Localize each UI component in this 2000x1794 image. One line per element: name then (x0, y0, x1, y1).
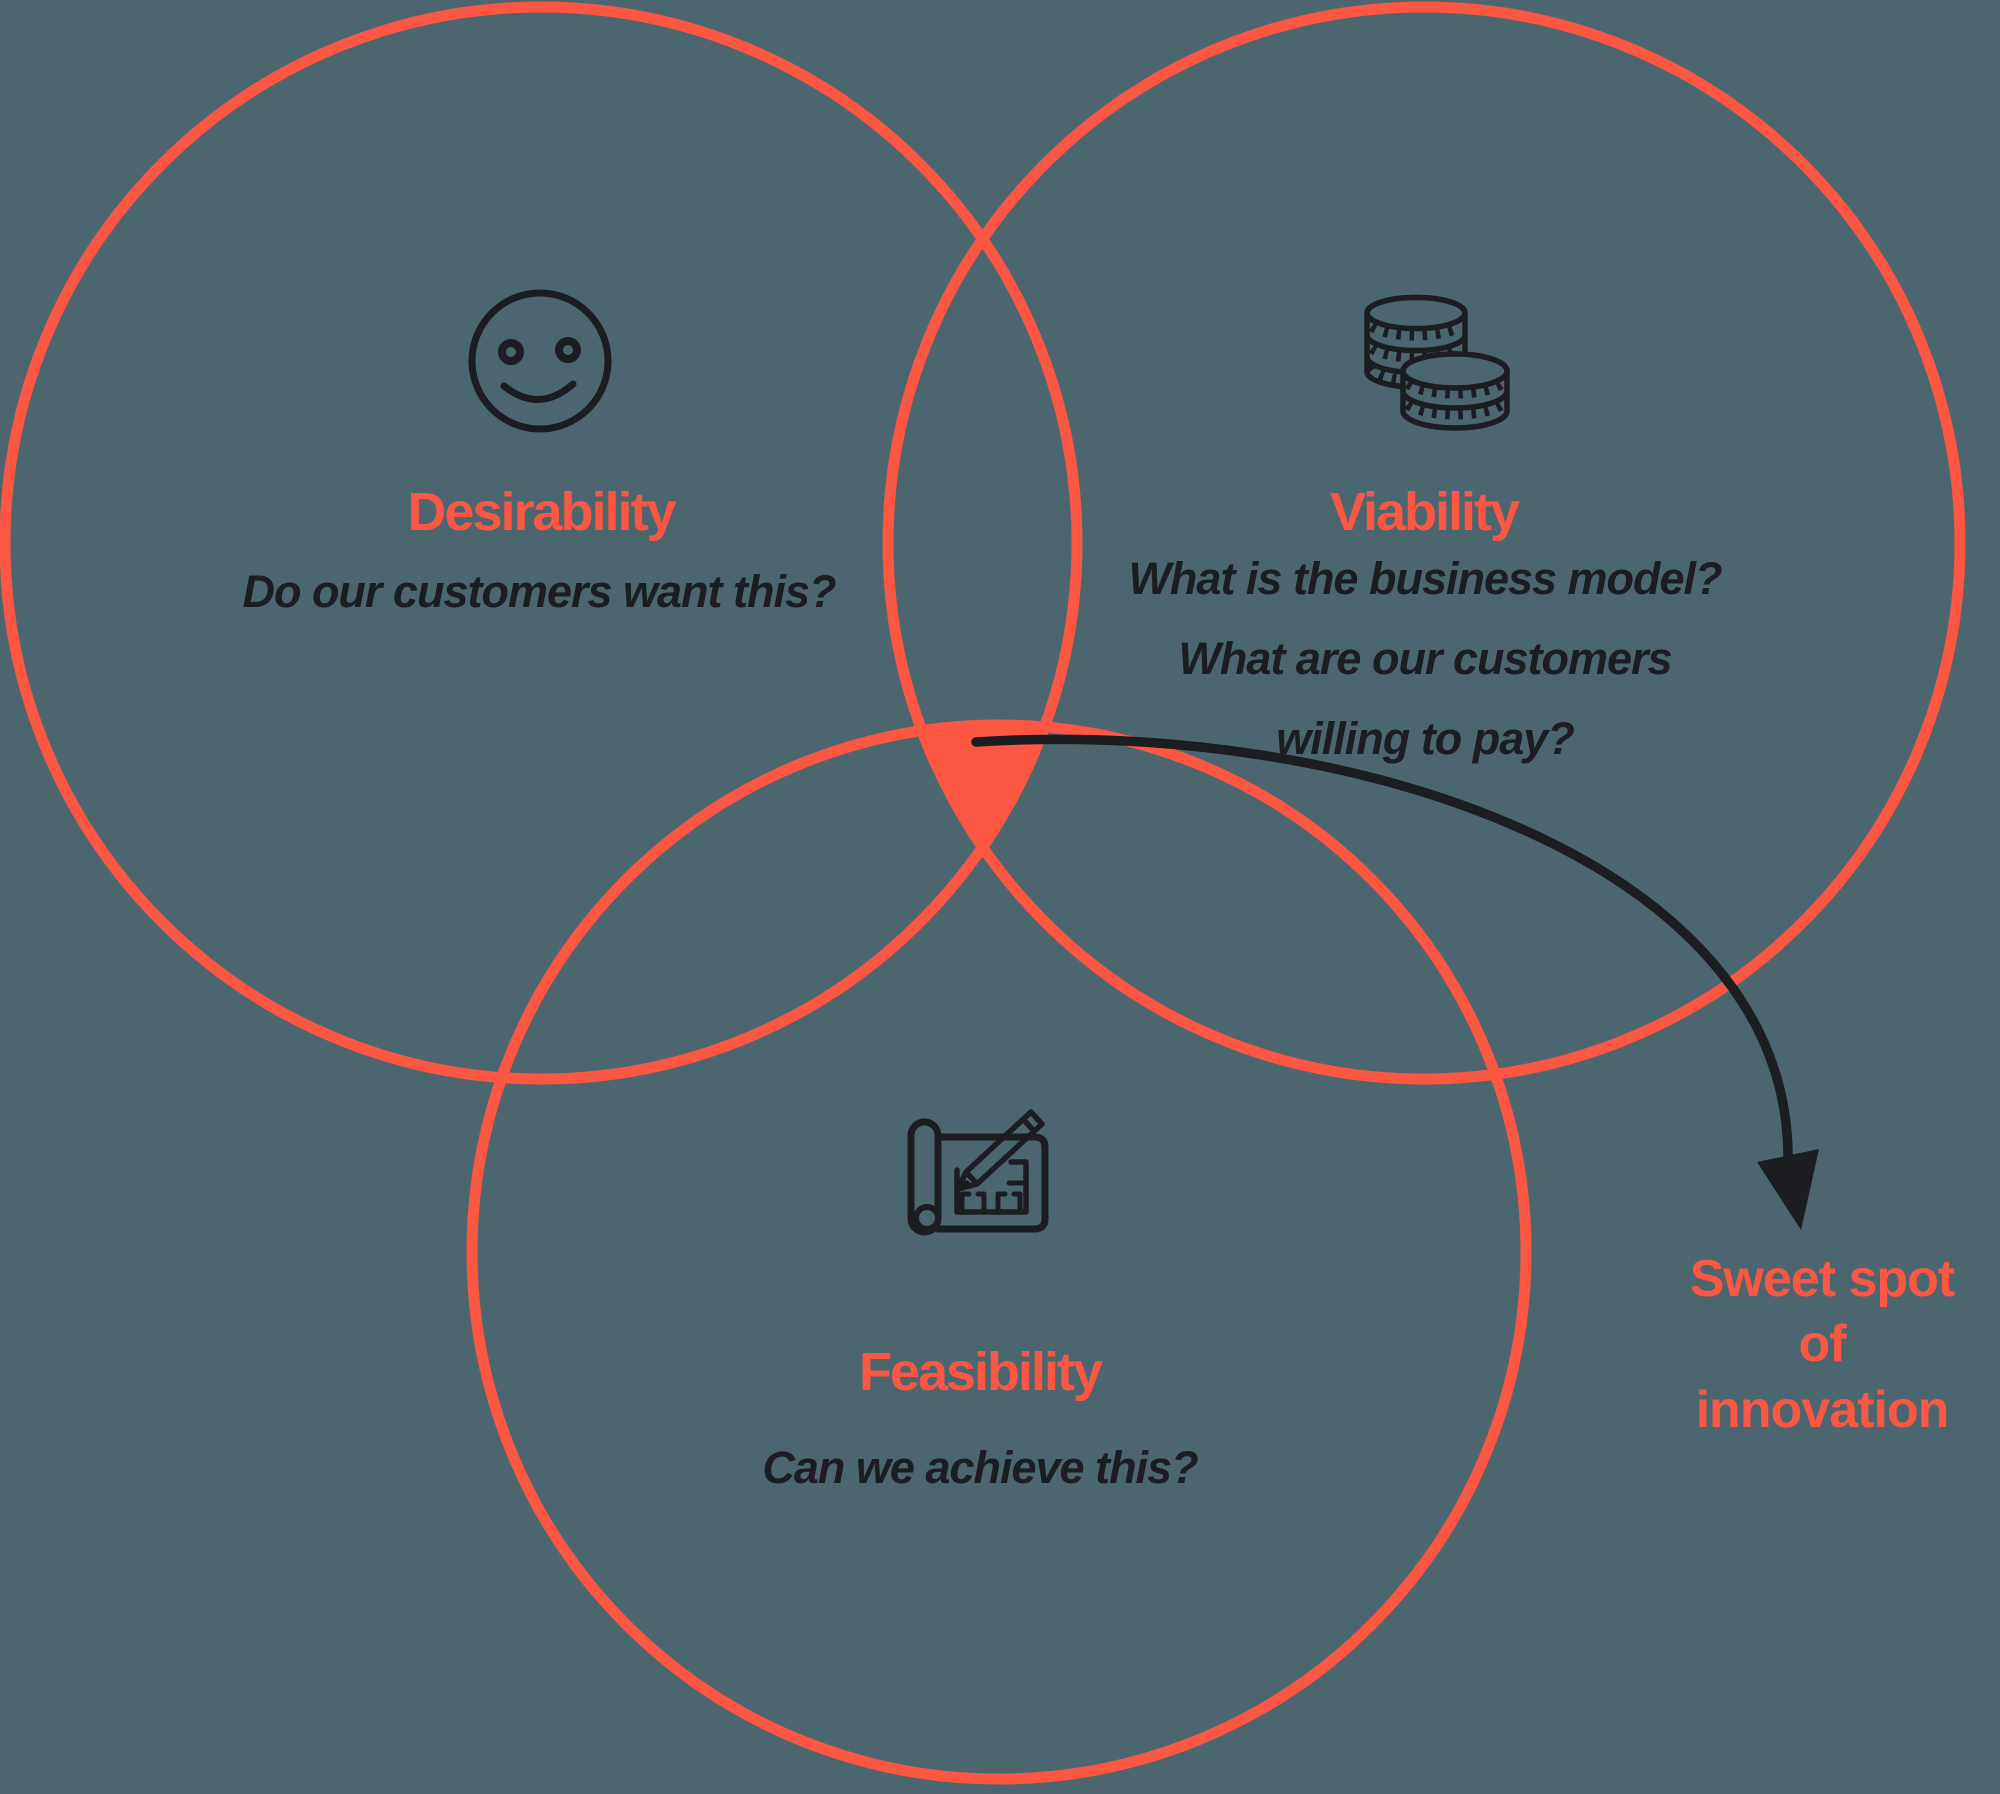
feasibility-circle (466, 719, 1532, 1785)
arrow-head (1757, 1149, 1819, 1230)
feasibility-title: Feasibility (859, 1342, 1103, 1402)
viability-title: Viability (1330, 482, 1520, 542)
desirability-title: Desirability (407, 482, 676, 542)
blueprint-sheet (934, 1133, 1049, 1233)
viability-subtitle-line-3: willing to pay? (1276, 713, 1574, 764)
desirability-subtitle: Do our customers want this? (242, 566, 836, 617)
smiley-face-outline (468, 289, 612, 433)
front-coin-face (1400, 351, 1510, 391)
arrow-shaft (971, 734, 1793, 1165)
sweet-spot-arrow (971, 734, 1819, 1230)
pencil (955, 1109, 1045, 1192)
smiley-right-eye (555, 337, 581, 363)
coin-stack-icon (1364, 294, 1510, 431)
lower-coin-ridges (1365, 365, 1407, 387)
back-coin-face (1364, 294, 1468, 332)
smiley-left-eye (498, 339, 524, 365)
venn-circles (0, 1, 1966, 1785)
blueprint-plan-rooms (954, 1180, 1029, 1215)
smiley-mouth (500, 380, 577, 403)
feasibility-subtitle: Can we achieve this? (762, 1442, 1198, 1493)
sweet-spot-label-line-1: Sweet spot (1690, 1250, 1955, 1308)
viability-circle (882, 1, 1966, 1085)
pencil-nib (958, 1183, 965, 1189)
sweet-spot-label-line-3: innovation (1696, 1381, 1949, 1439)
blueprint-roll (907, 1118, 942, 1236)
back-coin-separator (1364, 332, 1468, 354)
blueprint-plan-outline (954, 1159, 1029, 1215)
blueprint-roll-end (913, 1204, 941, 1232)
viability-subtitle-line-1: What is the business model? (1128, 553, 1722, 604)
smiley-face-icon (468, 289, 612, 433)
sweet-spot-label-line-2: of (1798, 1315, 1847, 1373)
desirability-circle (0, 1, 1083, 1085)
back-coin-ridges-top (1368, 321, 1464, 341)
sweet-spot-region (921, 725, 1045, 849)
blueprint-pencil-icon (907, 1109, 1049, 1236)
front-coin-separator (1400, 388, 1510, 411)
viability-subtitle-line-2: What are our customers (1178, 633, 1671, 684)
